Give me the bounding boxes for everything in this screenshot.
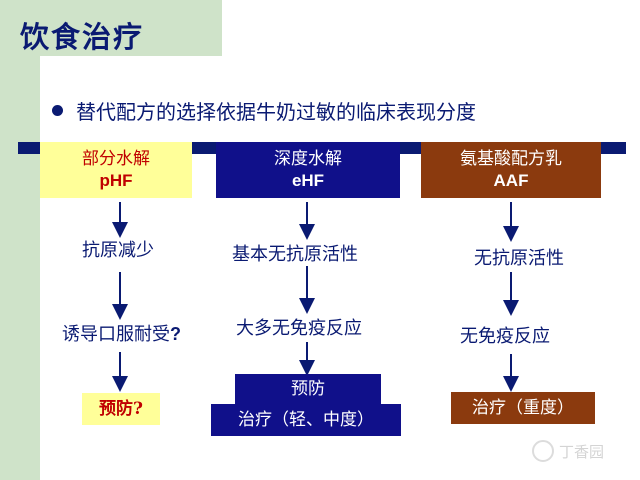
background-left-strip — [0, 0, 40, 480]
phf-abbr: pHF — [99, 171, 133, 190]
bullet-dot-icon — [52, 105, 63, 116]
ehf-step1: 基本无抗原活性 — [232, 244, 358, 265]
watermark-logo-icon — [532, 440, 554, 462]
box-ehf: 深度水解 eHF — [216, 142, 400, 198]
ehf-abbr: eHF — [291, 171, 325, 190]
aaf-step2: 无免疫反应 — [460, 326, 550, 347]
aaf-name: 氨基酸配方乳 — [460, 149, 562, 169]
bullet-text: 替代配方的选择依据牛奶过敏的临床表现分度 — [76, 100, 476, 124]
background-top-block — [40, 0, 222, 56]
bullet-line: 替代配方的选择依据牛奶过敏的临床表现分度 — [52, 96, 476, 125]
aaf-abbr: AAF — [493, 171, 529, 190]
phf-step1: 抗原减少 — [82, 240, 154, 261]
box-aaf: 氨基酸配方乳 AAF — [421, 142, 601, 198]
watermark-text: 丁香园 — [559, 442, 605, 461]
phf-step2-mark: ? — [170, 324, 181, 344]
slide-title: 饮食治疗 — [20, 20, 145, 54]
ehf-result-prevent: 预防 — [235, 374, 381, 404]
phf-result: 预防? — [82, 393, 160, 425]
phf-step2: 诱导口服耐受 — [62, 324, 170, 345]
phf-name: 部分水解 — [82, 149, 150, 169]
ehf-step2: 大多无免疫反应 — [236, 318, 362, 339]
box-phf: 部分水解 pHF — [40, 142, 192, 198]
ehf-result-treat: 治疗（轻、中度） — [211, 404, 401, 436]
aaf-result: 治疗（重度） — [451, 392, 595, 424]
watermark: 丁香园 — [532, 440, 604, 462]
phf-step2-line: 诱导口服耐受? — [62, 320, 181, 346]
aaf-step1: 无抗原活性 — [474, 248, 564, 269]
ehf-name: 深度水解 — [274, 149, 342, 169]
